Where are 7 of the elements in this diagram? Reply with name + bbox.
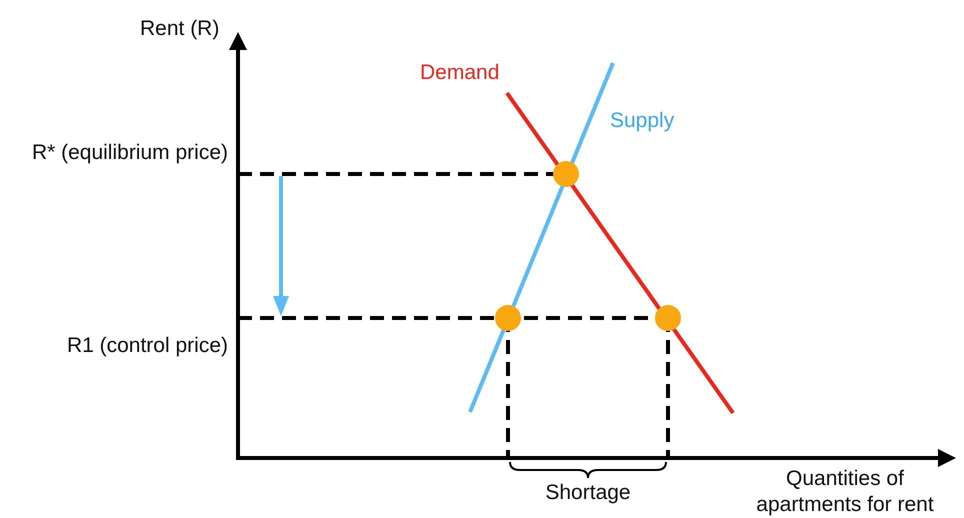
axis-title: Quantities of apartments for rent [755, 466, 935, 518]
curve-label: Supply [610, 108, 676, 134]
price-label: R1 (control price) [66, 333, 228, 359]
axis-title: Rent (R) [140, 16, 220, 42]
shortage-label: Shortage [544, 480, 632, 506]
curve-label: Demand [420, 60, 500, 86]
price-label: R* (equilibrium price) [30, 140, 228, 166]
